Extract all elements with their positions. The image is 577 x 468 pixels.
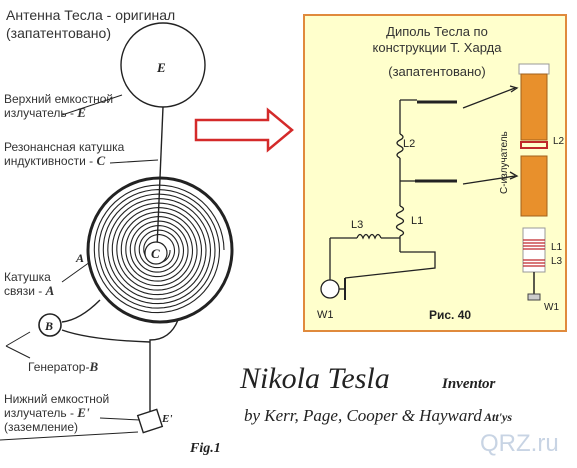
coupling-coil-label-line1: Катушка	[4, 270, 51, 284]
left-title: Антенна Тесла - оригинал (запатентовано)	[6, 6, 175, 42]
resonant-coil-label-line2: индуктивности -	[4, 154, 97, 168]
wire-return	[344, 251, 436, 279]
coupling-coil-label-line2: связи -	[4, 284, 46, 298]
right-w1: W1	[544, 302, 559, 313]
emitter-cap	[518, 63, 550, 75]
left-title-line2: (запатентовано)	[6, 25, 111, 41]
coupling-coil-letter: A	[45, 283, 55, 298]
right-l2: L2	[553, 136, 565, 147]
leader-coupling	[61, 261, 91, 283]
signature-role: Inventor	[442, 376, 496, 392]
lower-emitter-letter: E'	[77, 405, 90, 420]
transition-arrow	[194, 107, 294, 153]
signature-by: by Kerr, Page, Cooper & Hayward	[244, 406, 482, 425]
generator-label: Генератор-B	[28, 359, 99, 375]
ground-plate	[136, 408, 164, 434]
upper-emitter-label-line1: Верхний емкостной	[4, 92, 114, 106]
hard-dipole-panel: Диполь Тесла по конструкции Т. Харда (за…	[303, 14, 567, 332]
leader-ground	[0, 431, 139, 441]
label-l1: L1	[411, 215, 423, 227]
emitter-lower	[520, 155, 548, 217]
source-w1	[320, 279, 340, 299]
upper-emitter-label-line2: излучатель -	[4, 106, 78, 120]
ground-wire	[149, 319, 179, 412]
arrow-mid	[462, 175, 516, 185]
generator-letter: B	[89, 359, 99, 374]
panel-title-line3: (запатентовано)	[388, 64, 486, 79]
watermark: QRZ.ru	[480, 430, 559, 457]
resonant-coil-label: Резонансная катушка индуктивности - C	[4, 140, 124, 168]
lower-emitter-label-line3: (заземление)	[4, 420, 79, 434]
emitter-l2-band	[520, 141, 548, 149]
leader-generator-a	[5, 331, 31, 347]
coil-l1	[395, 205, 405, 237]
coil-l2	[396, 133, 404, 159]
upper-emitter-letter: E	[77, 105, 86, 120]
label-l3: L3	[351, 219, 363, 231]
gen-letter: B	[44, 319, 53, 333]
lower-emitter-label-line2: излучатель -	[4, 406, 78, 420]
spiral-coil	[93, 184, 225, 314]
resonant-coil-label-line1: Резонансная катушка	[4, 140, 125, 154]
leader-lower	[99, 417, 141, 421]
lower-emitter-label-line1: Нижний емкостной	[4, 392, 110, 406]
center-hub	[144, 241, 168, 265]
right-l1: L1	[551, 242, 563, 253]
generator-symbol	[38, 313, 62, 337]
emitter-upper	[520, 73, 548, 141]
upper-emitter-label: Верхний емкостной излучатель - E	[4, 92, 113, 120]
signature-name: Nikola Tesla	[240, 362, 390, 395]
leader-generator-b	[5, 345, 31, 359]
leader-upper	[61, 94, 123, 116]
dipole-schematic: L2 L1 L3 W1 Рис. 40 С-излучатель L2 L1 L…	[317, 63, 565, 322]
ground-letter: E'	[161, 413, 172, 425]
arrow-top	[462, 87, 516, 109]
label-l2: L2	[403, 138, 415, 150]
fig-label: Fig.1	[189, 441, 221, 456]
generator-label-text: Генератор-	[28, 360, 90, 374]
coupling-coil	[86, 176, 234, 324]
fig-40: Рис. 40	[429, 308, 471, 322]
sphere-letter: E	[156, 60, 166, 75]
resonant-coil-letter: C	[96, 153, 106, 168]
leader-coil	[109, 159, 159, 164]
emitter-label: С-излучатель	[499, 131, 510, 194]
label-w1: W1	[317, 309, 334, 321]
lower-emitter-label: Нижний емкостной излучатель - E' (заземл…	[4, 392, 109, 434]
arrowhead-mid	[509, 171, 519, 180]
panel-title-line1: Диполь Тесла по	[386, 24, 488, 39]
left-title-line1: Антенна Тесла - оригинал	[6, 7, 176, 23]
coil-a-letter: A	[75, 251, 84, 265]
coil-l3	[356, 233, 382, 240]
panel-title-line2: конструкции Т. Харда	[372, 40, 502, 55]
coupling-coil-label: Катушка связи - A	[4, 270, 54, 298]
emitter-connector	[527, 293, 541, 301]
signature-attys: Att'ys	[484, 410, 513, 424]
arrowhead-top	[509, 85, 519, 93]
center-letter: C	[151, 246, 160, 261]
generator-lead	[61, 329, 151, 343]
coupling-lead	[61, 299, 101, 323]
right-l3: L3	[551, 256, 563, 267]
